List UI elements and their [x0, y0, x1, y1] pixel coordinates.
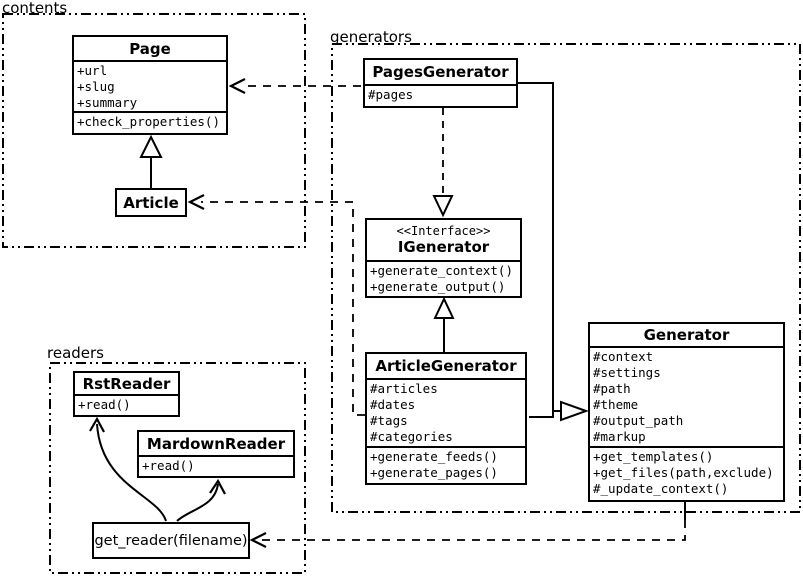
class-box-igenerator: <<Interface>> IGenerator +generate_conte…	[365, 218, 522, 298]
arrow-getreader-rstreader	[96, 423, 167, 522]
member-line: #path	[593, 381, 631, 396]
package-label-contents: contents	[2, 0, 68, 17]
hollow-triangle-icon	[139, 134, 163, 158]
member-line: #output_path	[593, 413, 684, 428]
member-line: #categories	[370, 429, 453, 444]
method-list: +read()	[75, 396, 178, 415]
attribute-list: +url+slug+summary	[74, 62, 226, 113]
member-line: #context	[593, 349, 654, 364]
member-line: +get_templates()	[593, 449, 714, 464]
stereotype-label: <<Interface>>	[396, 224, 491, 238]
class-box-article: Article	[115, 188, 187, 217]
member-line: #tags	[370, 413, 408, 428]
member-line: #markup	[593, 429, 646, 444]
class-title: Page	[74, 37, 226, 62]
class-title-text: IGenerator	[397, 238, 490, 256]
member-line: +summary	[77, 95, 138, 110]
member-line: +slug	[77, 79, 115, 94]
inheritance-pagesgenerator-generator	[518, 82, 560, 412]
method-list: +get_templates()+get_files(path,exclude)…	[590, 448, 783, 500]
method-list: +generate_context()+generate_output()	[367, 262, 520, 296]
dependency-articlegenerator-article	[201, 201, 365, 416]
hollow-triangle-icon	[560, 400, 589, 422]
member-line: +generate_feeds()	[370, 449, 498, 464]
attribute-list: #pages	[365, 86, 516, 106]
class-box-page: Page +url+slug+summary +check_properties…	[72, 35, 228, 135]
open-arrowhead-icon	[89, 416, 105, 433]
hollow-triangle-icon	[433, 296, 455, 319]
method-list: +read()	[139, 457, 293, 476]
member-line: +url	[77, 63, 108, 78]
class-title: PagesGenerator	[365, 60, 516, 86]
function-box-get-reader: get_reader(filename)	[92, 522, 250, 559]
class-box-generator: Generator #context#settings#path#theme#o…	[588, 322, 785, 502]
member-line: #articles	[370, 381, 438, 396]
class-title: ArticleGenerator	[367, 354, 525, 380]
class-title: RstReader	[75, 373, 178, 396]
class-box-mardownreader: MardownReader +read()	[137, 430, 295, 478]
method-list: +generate_feeds()+generate_pages()	[367, 448, 525, 483]
dependency-generator-getreader	[262, 520, 686, 541]
class-title: <<Interface>> IGenerator	[367, 220, 520, 262]
package-border-contents	[2, 13, 306, 248]
attribute-list: #context#settings#path#theme#output_path…	[590, 348, 783, 448]
member-line: +read()	[142, 458, 195, 473]
open-arrowhead-icon	[209, 478, 226, 495]
member-line: #dates	[370, 397, 416, 412]
member-line: #theme	[593, 397, 639, 412]
package-label-generators: generators	[330, 28, 412, 46]
attribute-list: #articles#dates#tags#categories	[367, 380, 525, 448]
arrow-getreader-mardownreader	[176, 483, 219, 522]
open-arrowhead-icon	[187, 194, 205, 210]
hollow-triangle-icon	[432, 195, 454, 218]
inheritance-articlegenerator-generator	[529, 411, 554, 418]
member-line: +get_files(path,exclude)	[593, 465, 774, 480]
package-border-readers	[49, 362, 306, 574]
member-line: #settings	[593, 365, 661, 380]
member-line: +check_properties()	[77, 114, 220, 129]
class-title: Article	[123, 193, 179, 212]
member-line: +generate_pages()	[370, 465, 498, 480]
class-box-articlegenerator: ArticleGenerator #articles#dates#tags#ca…	[365, 352, 527, 485]
member-line: +read()	[78, 397, 131, 412]
open-arrowhead-icon	[249, 532, 267, 548]
class-box-pagesgenerator: PagesGenerator #pages	[363, 58, 518, 108]
class-title: Generator	[590, 324, 783, 348]
member-line: #_update_context()	[593, 481, 729, 496]
member-line: #pages	[368, 87, 414, 102]
open-arrowhead-icon	[228, 78, 246, 94]
member-line: +generate_output()	[370, 279, 506, 294]
package-label-readers: readers	[47, 344, 104, 362]
member-line: +generate_context()	[370, 263, 513, 278]
class-box-rstreader: RstReader +read()	[73, 371, 180, 417]
package-border-generators	[331, 43, 801, 513]
class-title: MardownReader	[139, 432, 293, 457]
method-list: +check_properties()	[74, 113, 226, 133]
